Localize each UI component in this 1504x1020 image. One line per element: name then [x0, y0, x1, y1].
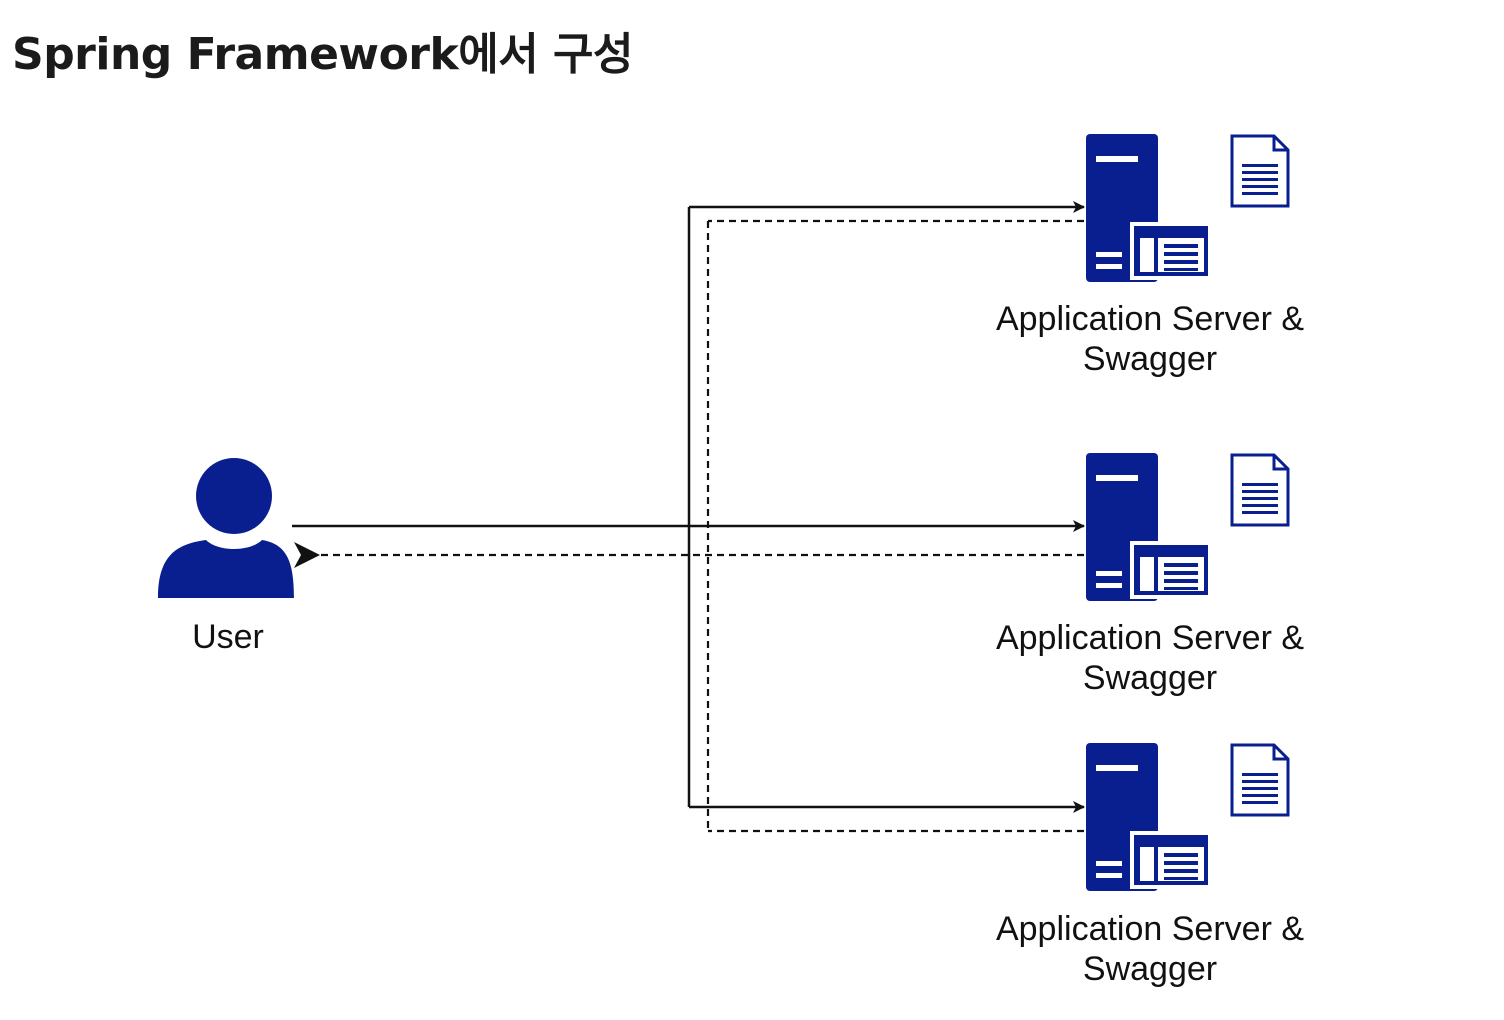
user-label: User [192, 618, 264, 656]
document-icon [1230, 743, 1290, 817]
server-node-2: Application Server & Swagger [996, 453, 1304, 697]
server-node-1: Application Server & Swagger [996, 134, 1304, 378]
user-icon [158, 458, 294, 598]
server-label-line1: Application Server & [996, 619, 1304, 657]
page-title: Spring Framework에서 구성 [12, 29, 634, 80]
server-node-3: Application Server & Swagger [996, 743, 1304, 988]
response-lines [294, 219, 1084, 833]
document-icon [1230, 453, 1290, 527]
request-lines [292, 201, 1085, 813]
server-label-line1: Application Server & [996, 300, 1304, 338]
server-icon [1086, 453, 1212, 601]
document-icon [1230, 134, 1290, 208]
server-icon [1086, 743, 1212, 891]
server-icon [1086, 134, 1212, 282]
server-label-line2: Swagger [1083, 950, 1217, 988]
server-label-line2: Swagger [1083, 340, 1217, 378]
server-label-line2: Swagger [1083, 659, 1217, 697]
server-label-line1: Application Server & [996, 910, 1304, 948]
